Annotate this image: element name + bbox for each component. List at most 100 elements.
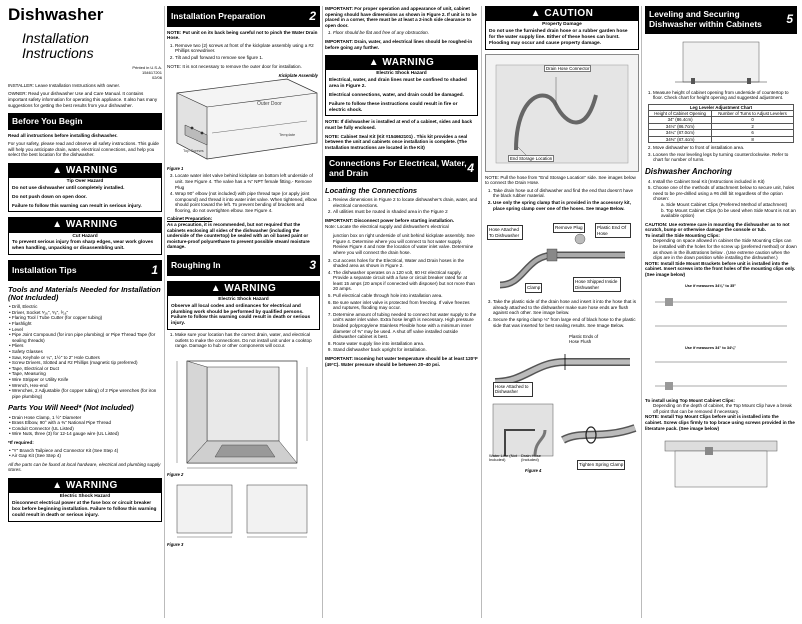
top-clips-text: Depending on the depth of cabinet, the T… — [653, 403, 792, 414]
section-heading: Roughing In — [171, 260, 221, 271]
hose-clamp-diagram — [499, 233, 625, 289]
drain-hose-storage-diagram — [495, 64, 629, 163]
table-row: 34" (86.4cm)0 — [648, 116, 794, 124]
connection-steps: Review dimensions in Figure 2 to locate … — [325, 197, 478, 215]
step-item: Make sure your location has the correct … — [175, 332, 320, 349]
side-clips-title: To install the Side Mounting Clips: — [645, 232, 720, 238]
required-list: • "Y" Branch Tailpiece and Connector Kit… — [8, 448, 162, 459]
figure-4: Water Line (Not Included) Drain Hose (In… — [485, 400, 639, 477]
list-item: • Flaring Tool / Tube Cutter (for copper… — [9, 315, 103, 321]
step-item: Remove two (2) screws at front of the ki… — [175, 43, 320, 54]
floor-list: Floor should be flat and free of any obs… — [325, 30, 478, 36]
label-drain-hose-connector: Drain Hose Connector — [544, 64, 592, 72]
hose-flush-figure: Plastic Ends of Hose Flush Hose Attached… — [485, 332, 639, 397]
warning-bar: ▲ WARNING — [326, 56, 477, 71]
warning-bar: ▲ WARNING — [9, 218, 161, 233]
side-clip-figure-up: Use if measures 34⅛" to 35" — [645, 281, 797, 340]
section-before-you-begin: Before You Begin — [8, 113, 162, 130]
list-item: • Pipe Joint Compound (for iron pipe plu… — [9, 332, 156, 343]
warning-electric-shock-3: ▲ WARNING Electric Shock Hazard Electric… — [325, 55, 478, 117]
prep-note: NOTE: Put unit on its back being careful… — [167, 29, 318, 41]
fig1-label-outer-door: Outer Door — [257, 101, 282, 108]
subtitle-line: Installation — [22, 30, 89, 46]
column-divider — [481, 6, 482, 618]
list-item: • Driver, Socket ⁵⁄₁₆", ⁵⁄₈", ³⁄₁₆" — [9, 309, 69, 315]
top-clips-title: To install using Top Mount Cabinet Clips… — [645, 397, 735, 403]
table-cell: 34¼" (87.0cm) — [648, 129, 713, 137]
section-number: 3 — [309, 258, 316, 273]
warning-label: WARNING — [382, 57, 435, 69]
table-row: 34⅛" (86.7cm)2 — [648, 122, 794, 131]
option-b: b. Top Mount Cabinet Clips (to be used w… — [661, 207, 796, 219]
list-item: • Wire Nuts, three (3) for 12-14 gauge w… — [9, 431, 119, 437]
label-drain-hose: Drain Hose (Included) — [521, 453, 542, 463]
anchoring-title: Dishwasher Anchoring — [645, 166, 732, 176]
locating-title: Locating the Connections — [325, 185, 418, 195]
figure-4-caption: Figure 4 — [525, 468, 542, 474]
list-item: • Saw, Keyhole or ¼", 1½" to 2" Hole Cut… — [9, 354, 100, 360]
parts-note: All the parts can be found at local hard… — [8, 461, 161, 473]
section-heading: Installation Tips — [12, 265, 77, 276]
tools-title: Tools and Materials Needed for Installat… — [8, 284, 161, 303]
printed-line: Printed in U.S.A. — [132, 64, 162, 70]
section-number: 5 — [786, 11, 793, 26]
table-title: Leg Leveler Adjustment Chart — [648, 103, 794, 112]
parts-title: Parts You Will Need* (Not Included) — [8, 403, 134, 413]
step-item: Be sure water inlet valve is protected f… — [333, 300, 478, 311]
column-4: ▲ CAUTION Property Damage Do not use the… — [485, 6, 639, 620]
use-if-label-1: Use if measures 34⅛" to 35" — [685, 283, 737, 288]
figure-2-caption: Figure 2 — [167, 471, 184, 477]
important-opening: IMPORTANT: For proper operation and appe… — [325, 6, 477, 28]
top-clips-note: NOTE: Install Top Mount Clips before uni… — [645, 414, 795, 431]
document-subtitle: Installation Instructions — [22, 30, 162, 62]
table-cell: 34⅛" (86.7cm) — [648, 122, 713, 131]
side-clips-text: Depending on space allowed in cabinet th… — [653, 238, 797, 261]
list-item: • Drain Hose Clamp, 1 ½" Diameter — [9, 414, 82, 420]
step-item: Choose one of the methods of attachment … — [653, 185, 797, 202]
owner-note: OWNER: Read your dishwasher Use and Care… — [8, 91, 158, 108]
list-item: • Tape, Measuring — [9, 371, 46, 377]
step-item: Secure the spring clamp ⅛" from large en… — [493, 317, 639, 328]
warning-label: WARNING — [65, 164, 118, 176]
fig1-label-screws: Top Screws — [183, 148, 204, 154]
safety-paragraph: For your safety, please read and observe… — [8, 141, 159, 158]
label-ends-flush: Plastic Ends of Hose Flush — [569, 334, 599, 345]
part-number: 154617201 — [141, 69, 162, 75]
warning-bar: ▲ WARNING — [9, 478, 161, 494]
list-item: • Drill, Electric — [9, 304, 38, 310]
column-divider — [164, 6, 165, 618]
list-item: • Level — [9, 326, 23, 332]
column-divider — [641, 6, 642, 618]
column-header: Number of Turns to Adjust Levelers — [711, 110, 794, 118]
document-title: Dishwasher — [8, 6, 104, 24]
section-number: 1 — [151, 263, 158, 278]
leveler-adjustment-table: Leg Leveler Adjustment Chart Height of C… — [648, 103, 794, 143]
warning-bar: ▲ WARNING — [9, 163, 161, 179]
connection-steps-2: Cut access holes for the Electrical, Wat… — [325, 258, 478, 354]
list-item: • "Y" Branch Tailpiece and Connector Kit… — [9, 447, 119, 453]
list-item: • Brass Elbow, 90° with a ⅜" National Pi… — [9, 420, 112, 426]
tools-list: • Drill, Electric • Driver, Socket ⁵⁄₁₆"… — [8, 304, 162, 399]
warning-title: Electric Shock Hazard — [376, 71, 427, 77]
table-cell: 8 — [711, 135, 794, 143]
caution-text: Do not use the furnished drain hose or a… — [489, 29, 628, 46]
table-title-row: Leg Leveler Adjustment Chart — [648, 103, 794, 112]
label-hose-shipped: Hose Shipped Inside Dishwasher — [573, 277, 621, 293]
fig1-label-kickplate: Kickplate Assembly — [278, 73, 318, 79]
warning-text: Electrical, water, and drain lines must … — [329, 78, 467, 90]
warning-text: Failure to follow these instructions cou… — [329, 101, 458, 113]
section-leveling: Leveling and Securing Dishwasher within … — [645, 6, 797, 34]
list-item: • Flashlight — [9, 321, 32, 327]
step-item: The dishwasher operates on a 120 volt, 6… — [333, 270, 478, 292]
rough-steps: Make sure your location has the correct … — [167, 332, 320, 349]
column-5: Leveling and Securing Dishwasher within … — [645, 6, 797, 620]
anchoring-steps: Install the Cabinet Seal Kit (Instructio… — [645, 179, 797, 202]
label-clamp: Clamp — [525, 283, 543, 293]
junction-paragraph: junction box on right underside of unit … — [333, 233, 475, 255]
column-3: IMPORTANT: For proper operation and appe… — [325, 6, 478, 620]
hose-attach-figure: Hose Attached To Dishwasher Remove Plug … — [485, 215, 639, 298]
step-item: Measure height of cabinet opening from u… — [653, 90, 797, 101]
warning-cut-hazard: ▲ WARNING Cut Hazard To prevent serious … — [8, 217, 162, 256]
step-item: Locate water inlet valve behind kickplat… — [175, 173, 320, 190]
